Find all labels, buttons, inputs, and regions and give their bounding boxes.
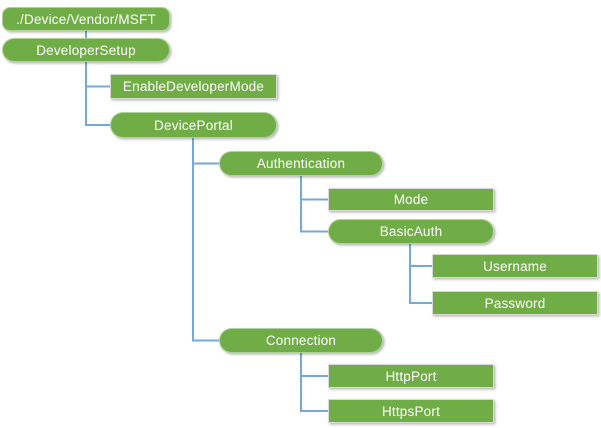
node-device-portal: DevicePortal bbox=[110, 112, 277, 138]
node-root: ./Device/Vendor/MSFT bbox=[2, 7, 170, 31]
connector-connection-children bbox=[300, 353, 328, 412]
node-http-port: HttpPort bbox=[328, 364, 494, 388]
node-mode: Mode bbox=[328, 188, 494, 211]
connector-developer-setup-children bbox=[85, 62, 110, 126]
node-connection: Connection bbox=[219, 328, 383, 353]
node-https-port: HttpsPort bbox=[328, 399, 494, 423]
connector-device-portal-children bbox=[192, 138, 219, 342]
connector-basic-auth-children bbox=[409, 244, 432, 304]
node-developer-setup: DeveloperSetup bbox=[2, 38, 170, 62]
node-username: Username bbox=[432, 254, 598, 278]
node-enable-developer-mode: EnableDeveloperMode bbox=[110, 74, 277, 99]
node-authentication: Authentication bbox=[219, 151, 383, 176]
node-basic-auth: BasicAuth bbox=[328, 219, 494, 244]
connector-authentication-children bbox=[300, 176, 328, 233]
node-password: Password bbox=[432, 291, 598, 315]
